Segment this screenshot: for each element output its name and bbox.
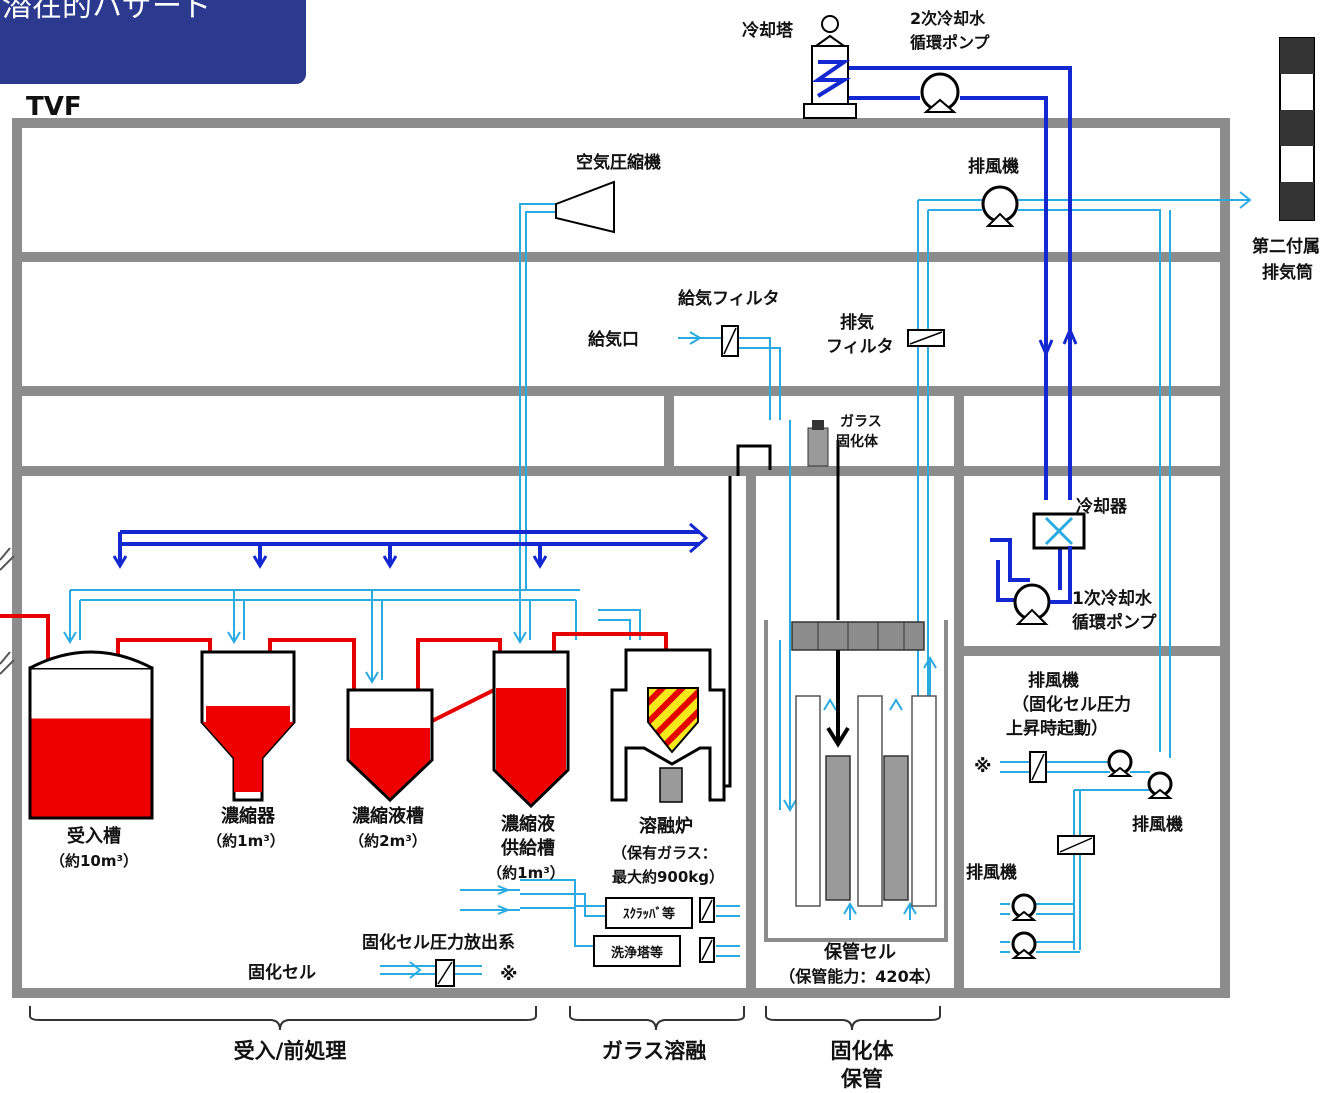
right-exhaust-fan bbox=[1147, 771, 1173, 799]
ventilation-lines bbox=[69, 199, 1250, 975]
wash-tower-label: 洗浄塔等 bbox=[611, 945, 663, 961]
storage-cell-capacity: （保管能力：420本） bbox=[779, 967, 940, 986]
receiving-tank-name: 受入槽 bbox=[67, 825, 121, 847]
building-walls bbox=[12, 118, 1230, 998]
exhaust-filter-label-2: フィルタ bbox=[826, 337, 894, 357]
bottom-exhaust-fans bbox=[1011, 893, 1037, 959]
section-braces bbox=[29, 1006, 941, 1031]
melter bbox=[610, 476, 732, 803]
feed-tank bbox=[492, 650, 570, 809]
section-storage-label-1: 固化体 bbox=[831, 1039, 895, 1063]
cooling-water-lines bbox=[118, 66, 1072, 602]
evaporator bbox=[200, 650, 296, 802]
concentrate-tank-name: 濃縮液槽 bbox=[352, 805, 424, 827]
melter-detail-2: 最大約900kg） bbox=[612, 868, 724, 886]
exhaust-filter-label-1: 排気 bbox=[840, 312, 874, 333]
emergency-fan bbox=[1107, 749, 1133, 777]
storage-cell bbox=[736, 420, 948, 942]
concentrate-tank-capacity: （約2m³） bbox=[349, 832, 427, 850]
stack-label-2: 排気筒 bbox=[1262, 262, 1313, 283]
receiving-tank bbox=[28, 650, 154, 820]
receiving-tank-capacity: （約10m³） bbox=[50, 852, 138, 870]
pressure-release-mark: ※ bbox=[500, 964, 518, 985]
feed-tank-name: 濃縮液 bbox=[501, 813, 556, 835]
bottom-exhaust-fan-label: 排風機 bbox=[966, 862, 1017, 883]
supply-filter bbox=[721, 325, 739, 357]
glass-body-label-1: ガラス bbox=[840, 414, 882, 430]
right-filter bbox=[1057, 835, 1095, 855]
emergency-mark: ※ bbox=[974, 756, 992, 777]
section-storage-label-2: 保管 bbox=[840, 1067, 883, 1091]
cooling-water-arrows bbox=[112, 326, 1078, 569]
right-exhaust-fan-label: 排風機 bbox=[1132, 814, 1183, 835]
receiving-tank-liquid bbox=[31, 718, 151, 817]
cooler bbox=[1032, 512, 1086, 550]
solidification-cell-label: 固化セル bbox=[248, 962, 316, 983]
pressure-release-label: 固化セル圧力放出系 bbox=[362, 932, 515, 953]
melter-detail-1: （保有ガラス： bbox=[612, 844, 717, 862]
labels: 冷却塔 2次冷却水 循環ポンプ 空気圧縮機 排風機 第二付属 排気筒 給気フィル… bbox=[50, 9, 1320, 1091]
supply-inlet-label: 給気口 bbox=[588, 329, 639, 350]
pressure-release-filter bbox=[435, 959, 455, 987]
glass-body-label-2: 固化体 bbox=[836, 433, 879, 450]
feed-tank-name-2: 供給槽 bbox=[500, 837, 555, 859]
scrubber-box: ｽｸﾗｯﾊﾞ等 bbox=[605, 897, 715, 929]
exhaust-stack bbox=[1279, 37, 1315, 221]
air-compressor bbox=[555, 180, 615, 234]
secondary-pump-label-2: 循環ポンプ bbox=[910, 33, 991, 52]
top-exhaust-fan-label: 排風機 bbox=[968, 156, 1019, 177]
emergency-fan-label-2: （固化セル圧力 bbox=[1012, 694, 1131, 715]
melter-name: 溶融炉 bbox=[639, 815, 693, 837]
ventilation-arrows bbox=[63, 191, 1252, 979]
section-melting-label: ガラス溶融 bbox=[602, 1039, 707, 1063]
facility-label: TVF bbox=[26, 92, 82, 122]
concentrate-tank bbox=[346, 688, 434, 803]
left-edge-fragments bbox=[0, 547, 15, 675]
emergency-filter bbox=[1029, 751, 1047, 783]
top-exhaust-fan bbox=[981, 185, 1019, 227]
emergency-fan-label-3: 上昇時起動） bbox=[1006, 718, 1108, 739]
stack-label-1: 第二付属 bbox=[1252, 236, 1320, 257]
scrubber-label: ｽｸﾗｯﾊﾞ等 bbox=[623, 906, 675, 922]
wash-tower-box: 洗浄塔等 bbox=[593, 935, 715, 967]
cooler-label: 冷却器 bbox=[1076, 496, 1128, 517]
secondary-pump bbox=[920, 72, 960, 113]
emergency-fan-label-1: 排風機 bbox=[1028, 670, 1079, 691]
section-receiving-label: 受入/前処理 bbox=[234, 1039, 347, 1063]
feed-tank-capacity: （約1m³） bbox=[487, 864, 565, 882]
title-banner: 潜在的ハザード bbox=[0, 0, 306, 84]
exhaust-filter bbox=[907, 329, 945, 347]
banner-title: 潜在的ハザード bbox=[2, 0, 212, 24]
primary-pump bbox=[1013, 546, 1072, 625]
storage-cell-name: 保管セル bbox=[823, 941, 896, 963]
primary-pump-label-1: 1次冷却水 bbox=[1072, 588, 1153, 609]
primary-pump-label-2: 循環ポンプ bbox=[1072, 612, 1157, 633]
supply-filter-label: 給気フィルタ bbox=[678, 288, 780, 309]
evaporator-name: 濃縮器 bbox=[221, 805, 276, 827]
secondary-pump-label-1: 2次冷却水 bbox=[910, 9, 986, 28]
air-compressor-label: 空気圧縮機 bbox=[576, 152, 661, 173]
cooling-tower bbox=[803, 15, 857, 119]
evaporator-capacity: （約1m³） bbox=[207, 832, 285, 850]
cooling-tower-label: 冷却塔 bbox=[742, 20, 794, 41]
